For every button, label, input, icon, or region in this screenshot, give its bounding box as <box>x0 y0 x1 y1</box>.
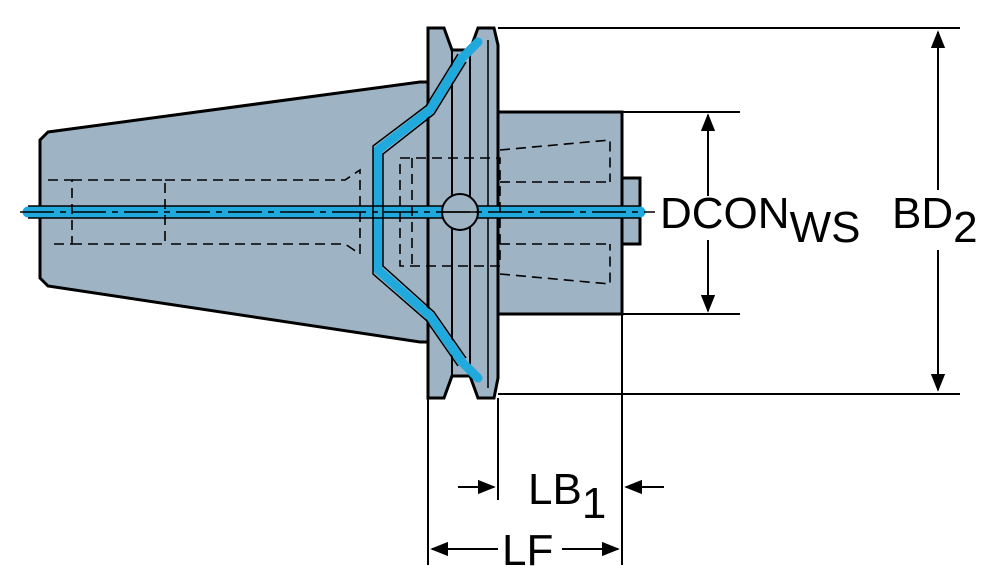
lb1-label: LB <box>528 465 582 514</box>
dcon-label: DCON <box>660 189 790 238</box>
dim-lf: LF <box>430 526 620 575</box>
dim-lb1: LB1 <box>458 465 664 528</box>
lb1-subscript: 1 <box>582 479 606 528</box>
coolant-channel-edges <box>28 53 640 367</box>
dim-bd2: BD2 <box>892 30 978 392</box>
bd2-label: BD <box>892 189 953 238</box>
dim-dcon: DCONWS <box>660 113 860 313</box>
lf-label: LF <box>502 526 553 575</box>
bd2-subscript: 2 <box>953 203 977 252</box>
svg-text:BD2: BD2 <box>892 189 978 252</box>
dcon-subscript: WS <box>790 203 861 252</box>
svg-text:DCONWS: DCONWS <box>660 189 860 252</box>
svg-text:LB1: LB1 <box>528 465 606 528</box>
extension-lines <box>427 27 960 565</box>
